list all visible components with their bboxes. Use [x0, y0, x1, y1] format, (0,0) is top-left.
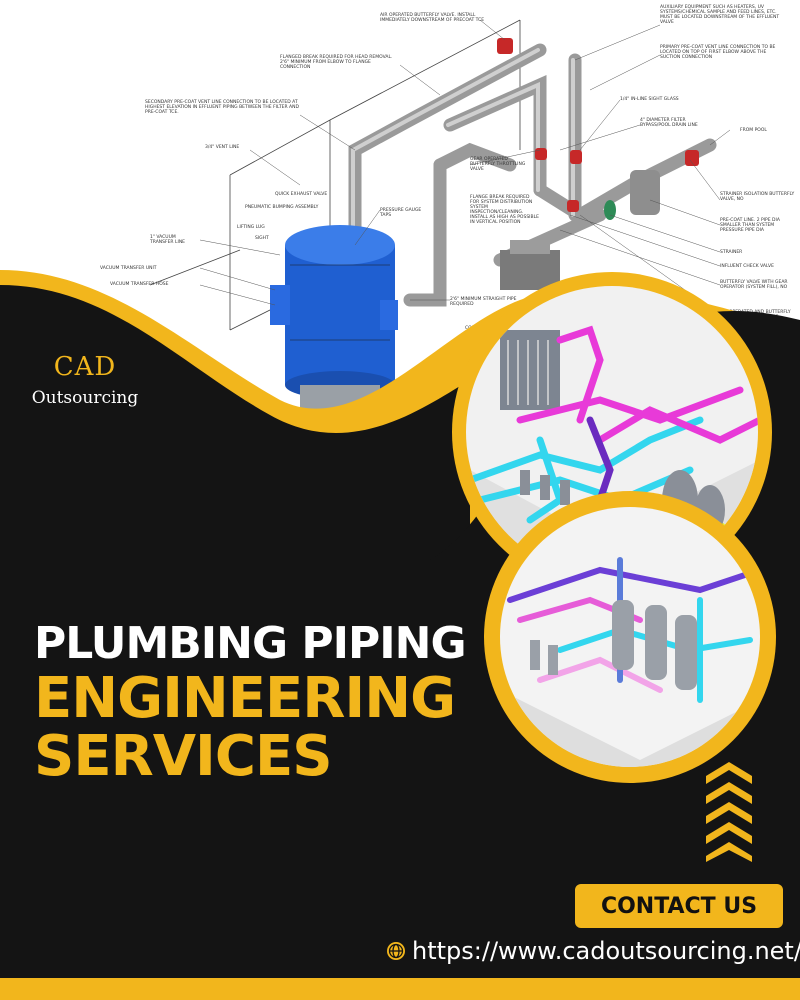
- drawing-label: BUTTERFLY VALVE WITH GEAR OPERATOR (SYST…: [720, 280, 788, 290]
- brand-tagline: Outsourcing: [31, 388, 139, 408]
- website-url: https://www.cadoutsourcing.net/: [412, 937, 800, 965]
- bottom-accent-bar: [0, 978, 800, 1000]
- headline-line-1: PLUMBING PIPING: [34, 618, 467, 669]
- chevron-up-icon: [706, 762, 752, 862]
- drawing-label: VACUUM TRANSFER HOSE: [110, 282, 169, 287]
- globe-icon: [387, 942, 405, 960]
- drawing-label: VACUUM TRANSFER UNIT: [100, 266, 157, 271]
- drawing-label: PRE-COAT LINE. 2 PIPE DIA SMALLER THAN S…: [720, 218, 780, 233]
- drawing-label: STRAINER ISOLATION BUTTERFLY VALVE, NO: [720, 192, 795, 202]
- drawing-label: GEAR OPERATED BUTTERFLY THROTTLING VALVE: [470, 157, 526, 172]
- headline-line-3: SERVICES: [34, 724, 333, 789]
- drawing-label: PRESSURE GAUGE TAPS: [380, 208, 422, 218]
- drawing-label: FLANGE BREAK REQUIRED FOR SYSTEM DISTRIB…: [470, 195, 539, 225]
- drawing-label: SECONDARY PRE-COAT VENT LINE CONNECTION …: [145, 100, 299, 115]
- drawing-label: QUICK EXHAUST VALVE: [275, 192, 328, 197]
- drawing-label: SIGHT: [255, 236, 269, 241]
- drawing-label: 3/4" VENT LINE: [205, 145, 240, 150]
- drawing-label: 1" VACUUM TRANSFER LINE: [150, 235, 186, 245]
- drawing-label: LIFTING LUG: [237, 225, 265, 230]
- dark-wave: [0, 285, 470, 560]
- drawing-label: PNEUMATIC BUMPING ASSEMBLY: [245, 205, 319, 210]
- headline-line-2: ENGINEERING: [34, 666, 456, 731]
- drawing-label: 4" DIAMETER FILTER BYPASS/POOL DRAIN LIN…: [640, 118, 698, 128]
- drawing-label: INFLUENT CHECK VALVE: [720, 264, 774, 269]
- brand-name: CAD: [53, 352, 117, 382]
- drawing-label: FROM POOL: [740, 128, 767, 133]
- website-link[interactable]: https://www.cadoutsourcing.net/: [386, 937, 800, 965]
- drawing-label: AIR OPERATED BUTTERFLY VALVE. INSTALL IM…: [380, 13, 485, 23]
- drawing-label: 1/4" IN-LINE SIGHT GLASS: [620, 97, 679, 102]
- drawing-label: AUXILIARY EQUIPMENT SUCH AS HEATERS, UV …: [660, 5, 780, 25]
- drawing-label: FLANGED BREAK REQUIRED FOR HEAD REMOVAL.…: [280, 55, 393, 70]
- contact-us-button[interactable]: CONTACT US: [575, 884, 783, 928]
- drawing-label: STRAINER: [720, 250, 743, 255]
- brand-logo: CAD Outsourcing: [30, 352, 140, 408]
- drawing-label: 2'6" MINIMUM STRAIGHT PIPE REQUIRED: [450, 297, 517, 307]
- drawing-label: PRIMARY PRE-COAT VENT LINE CONNECTION TO…: [660, 45, 776, 60]
